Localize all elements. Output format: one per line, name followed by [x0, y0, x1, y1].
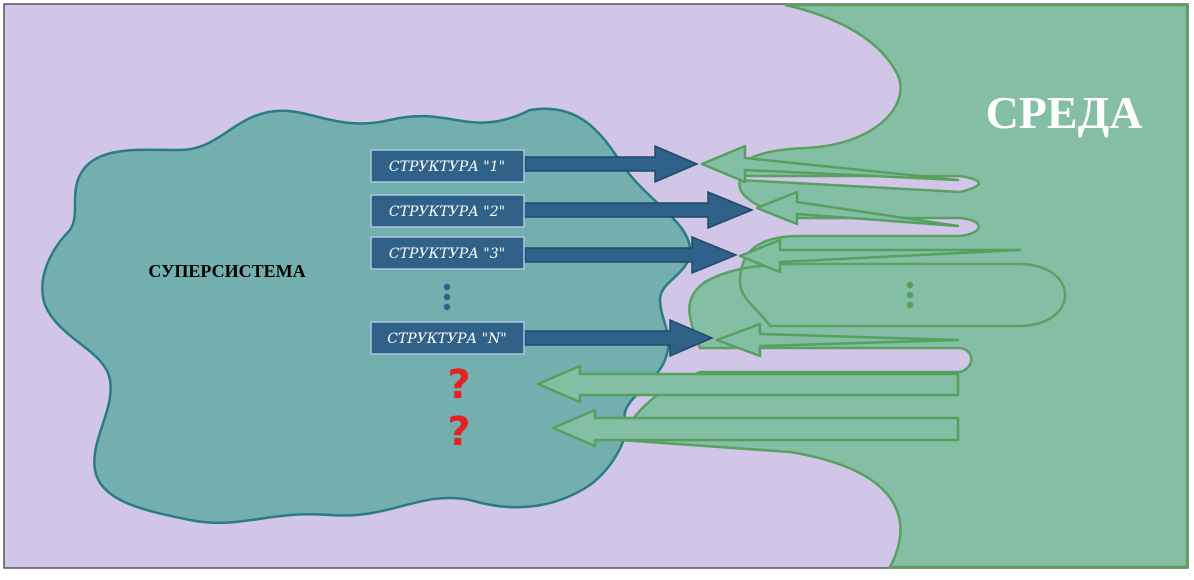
outgoing-arrow-2: [522, 190, 754, 230]
incoming-arrow-2: [755, 190, 960, 228]
environment-label: СРЕДА: [986, 87, 1143, 138]
outgoing-arrow-3: [524, 235, 738, 275]
outgoing-arrow-1: [524, 144, 699, 184]
structure-3-label: СТРУКТУРА "3": [389, 246, 505, 262]
question-mark-1: ?: [447, 362, 470, 408]
supersystem-label: СУПЕРСИСТЕМА: [148, 261, 305, 281]
incoming-arrow-3: [738, 238, 1022, 274]
structure-3: СТРУКТУРА "3": [370, 236, 525, 270]
incoming-arrow-unassigned-2: [551, 408, 960, 448]
outgoing-arrows: [522, 144, 754, 358]
structure-n: СТРУКТУРА "N": [370, 321, 525, 355]
structure-2: СТРУКТУРА "2": [370, 194, 525, 228]
structure-boxes: СТРУКТУРА "1" СТРУКТУРА "2" СТРУКТУРА "3…: [370, 149, 525, 355]
structure-2-label: СТРУКТУРА "2": [389, 204, 505, 220]
structures-ellipsis: [443, 283, 451, 311]
incoming-arrow-n: [715, 322, 960, 358]
outgoing-arrow-n: [524, 318, 714, 358]
arrows-ellipsis: [906, 281, 914, 309]
incoming-arrow-unassigned-1: [536, 364, 960, 404]
structure-1-label: СТРУКТУРА "1": [389, 159, 505, 175]
structure-1: СТРУКТУРА "1": [370, 149, 525, 183]
question-mark-2: ?: [447, 409, 470, 455]
structure-n-label: СТРУКТУРА "N": [387, 331, 506, 347]
incoming-arrows: [536, 144, 1022, 448]
incoming-arrow-1: [700, 144, 960, 184]
